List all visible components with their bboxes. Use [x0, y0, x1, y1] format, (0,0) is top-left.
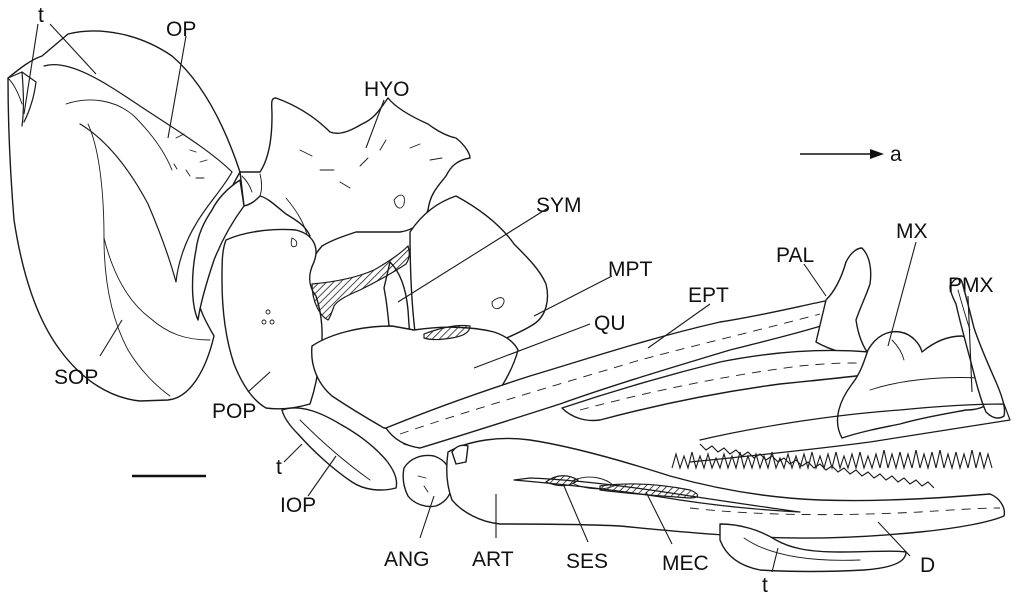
- label-qu: QU: [594, 312, 626, 335]
- lower-jaw: [281, 407, 1006, 573]
- label-hyo: HYO: [364, 78, 410, 101]
- label-mec: MEC: [662, 552, 709, 575]
- label-t-top: t: [38, 4, 44, 27]
- preopercle-bone: [221, 228, 323, 410]
- hyomandibula-cartilage: [311, 244, 410, 321]
- preopercle: [221, 228, 323, 410]
- interopercle-bone: [281, 407, 398, 491]
- label-pal: PAL: [776, 244, 814, 267]
- label-pmx: PMX: [948, 274, 994, 297]
- leader-lines: [23, 23, 973, 573]
- subopercle-bone: [7, 30, 241, 402]
- bone-labels: t OP HYO SYM MPT PAL MX PMX EPT QU SOP P…: [38, 4, 994, 597]
- hyomandibula: [239, 97, 471, 281]
- label-ang: ANG: [384, 548, 430, 571]
- orientation-label: a: [890, 143, 902, 166]
- label-ses: SES: [566, 550, 608, 573]
- label-sop: SOP: [54, 366, 98, 389]
- meckelian-cartilage: [599, 483, 699, 499]
- label-t-bottom: t: [762, 574, 768, 597]
- metapterygoid-bone: [409, 195, 549, 343]
- opercle-bone: [43, 64, 233, 283]
- label-mx: MX: [896, 220, 928, 243]
- label-sym: SYM: [536, 194, 582, 217]
- premaxilla-bone: [949, 277, 1006, 419]
- opercular-series: [7, 30, 241, 402]
- label-t-mid: t: [276, 456, 282, 479]
- label-mpt: MPT: [608, 258, 653, 281]
- angular-bone: [402, 454, 453, 508]
- label-op: OP: [166, 18, 196, 41]
- anterior-arrow: a: [800, 143, 902, 166]
- sesamoid-articular: [544, 475, 579, 487]
- label-art: ART: [472, 548, 514, 571]
- label-pop: POP: [212, 400, 256, 423]
- label-d: D: [920, 554, 935, 577]
- label-iop: IOP: [280, 494, 316, 517]
- articular-bone: [446, 437, 1006, 539]
- label-ept: EPT: [688, 284, 729, 307]
- quadrate-cartilage: [423, 324, 471, 341]
- hyomandibula-bone: [239, 97, 471, 281]
- opercular-process: [191, 179, 245, 321]
